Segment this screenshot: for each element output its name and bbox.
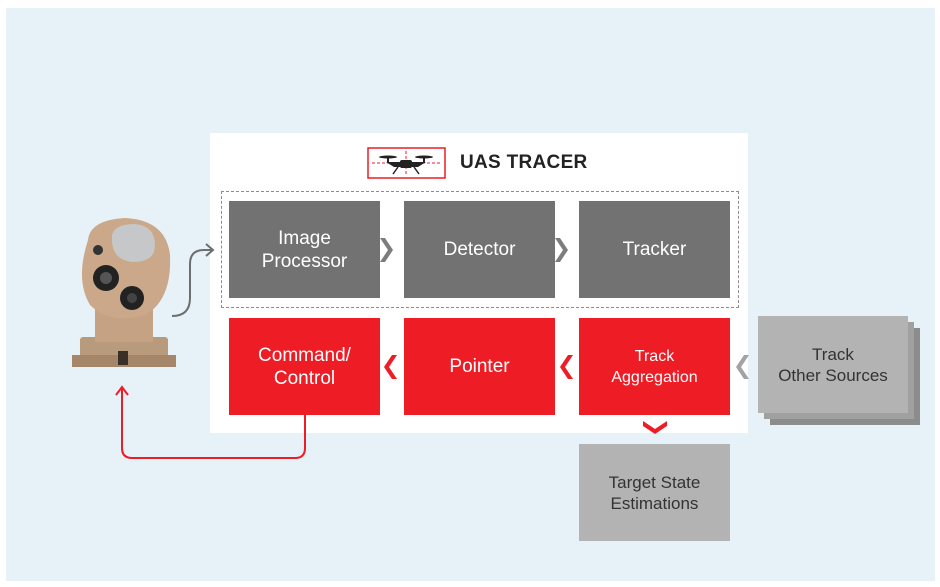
image-processor-block: Image Processor	[229, 201, 380, 298]
control-feedback-connector	[121, 388, 306, 459]
connector-arrowhead	[205, 243, 215, 257]
block-label: Tracker	[622, 239, 687, 260]
feedback-arrowhead	[115, 385, 129, 396]
chevron-down-icon	[643, 421, 667, 434]
detector-block: Detector	[404, 201, 555, 298]
drone-icon	[367, 147, 446, 179]
block-label: Detector	[443, 239, 516, 260]
block-label: Processor	[261, 250, 348, 272]
chevron-left-icon	[736, 355, 749, 379]
command-control-block: Command/ Control	[229, 318, 380, 415]
track-other-sources-block: Track Other Sources	[758, 316, 908, 413]
block-label: Image	[278, 227, 331, 249]
gimbal-camera-icon	[72, 218, 176, 367]
block-label: Other Sources	[778, 365, 888, 385]
block-label: Command/	[258, 344, 351, 366]
chevron-left-icon	[384, 355, 397, 379]
block-label: Aggregation	[611, 368, 698, 386]
block-label: Track	[812, 344, 854, 364]
camera-output-connector	[171, 249, 212, 317]
tracker-block: Tracker	[579, 201, 730, 298]
target-state-estimations-block: Target State Estimations	[579, 444, 730, 541]
chevron-left-icon	[560, 355, 573, 379]
processing-group-outline	[221, 191, 739, 308]
chevron-right-icon	[380, 238, 393, 262]
track-aggregation-block: Track Aggregation	[579, 318, 730, 415]
block-label: Track	[634, 347, 675, 365]
block-label: Estimations	[610, 493, 699, 513]
block-label: Target State	[608, 472, 701, 492]
chevron-right-icon	[555, 238, 568, 262]
block-label: Control	[273, 367, 336, 389]
panel-title: UAS TRACER	[460, 152, 588, 173]
pointer-block: Pointer	[404, 318, 555, 415]
block-label: Pointer	[449, 356, 510, 377]
